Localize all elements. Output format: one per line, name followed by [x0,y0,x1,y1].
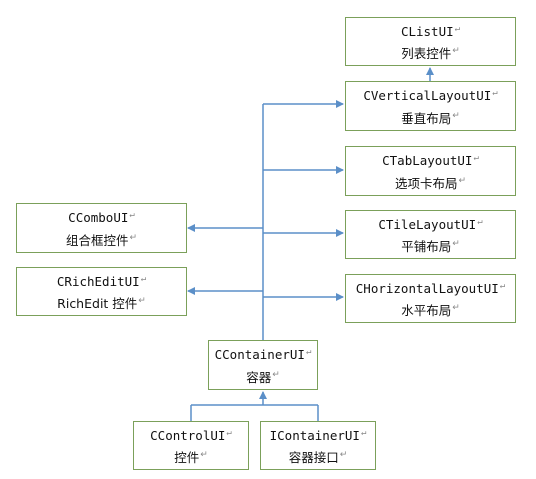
node-class-name: CHorizontalLayoutUI↵ [355,280,506,296]
node-description: 列表控件↵ [401,46,460,62]
node-clistui: CListUI↵ 列表控件↵ [345,17,516,66]
node-class-name: CComboUI↵ [68,210,135,226]
node-chorizontallayoutui: CHorizontalLayoutUI↵ 水平布局↵ [345,274,516,323]
node-class-name: CRichEditUI↵ [56,273,147,289]
node-class-name: CContainerUI↵ [214,347,312,363]
node-description: 组合框控件↵ [65,232,138,248]
node-icontainerui: IContainerUI↵ 容器接口↵ [260,421,376,470]
node-description: 控件↵ [174,450,208,466]
node-description: 选项卡布局↵ [394,175,467,191]
node-description: 平铺布局↵ [401,239,460,255]
node-description: 垂直布局↵ [401,110,460,126]
node-ccomboui: CComboUI↵ 组合框控件↵ [16,203,187,253]
node-class-name: IContainerUI↵ [269,427,367,443]
node-ccontainerui: CContainerUI↵ 容器↵ [208,340,318,390]
node-ctablayoutui: CTabLayoutUI↵ 选项卡布局↵ [345,146,516,196]
node-class-name: CVerticalLayoutUI↵ [363,88,498,104]
node-description: 容器↵ [246,369,280,385]
node-class-name: CTileLayoutUI↵ [378,216,483,232]
node-class-name: CControlUI↵ [150,427,232,443]
node-class-name: CTabLayoutUI↵ [382,153,479,169]
node-description: RichEdit 控件↵ [57,296,146,312]
node-description: 水平布局↵ [401,303,460,319]
node-crichEditui: CRichEditUI↵ RichEdit 控件↵ [16,267,187,316]
node-description: 容器接口↵ [288,450,348,466]
node-ccontrolui: CControlUI↵ 控件↵ [133,421,249,470]
node-class-name: CListUI↵ [400,23,461,39]
node-ctilelayoutui: CTileLayoutUI↵ 平铺布局↵ [345,210,516,259]
node-cverticallayoutui: CVerticalLayoutUI↵ 垂直布局↵ [345,81,516,131]
